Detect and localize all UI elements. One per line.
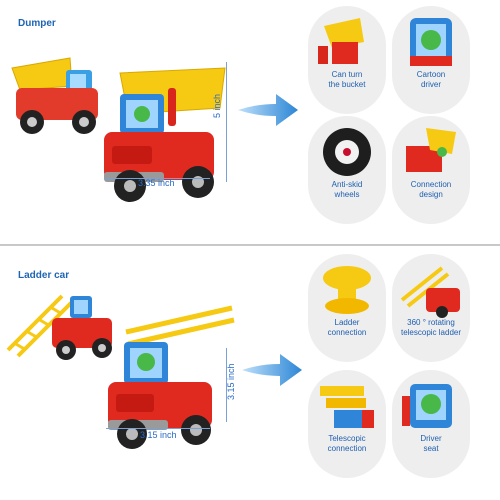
width-dimension-line — [104, 178, 210, 179]
bucket-icon — [318, 18, 364, 64]
feature-label-line2: the bucket — [328, 80, 366, 89]
width-dimension-label: 3.15 inch — [140, 430, 177, 440]
feature-label-line2: telescopic ladder — [400, 328, 462, 337]
feature-label-line1: Anti-skid — [331, 180, 363, 189]
driver-seat-icon — [402, 384, 452, 428]
height-dimension-line — [226, 62, 227, 182]
feature-label-line2: wheels — [334, 190, 360, 199]
height-dimension-label: 5 inch — [212, 93, 222, 118]
big-dumper-illustration — [104, 67, 226, 202]
dumper-section: Dumper 3.35 inch 5 inch — [0, 0, 500, 240]
feature-card: Telescopic connection — [308, 370, 386, 478]
section-title: Ladder car — [18, 270, 70, 281]
small-dumper-illustration — [11, 57, 98, 134]
section-divider — [0, 244, 500, 246]
big-ladder-car-illustration — [108, 305, 235, 449]
connection-design-icon — [406, 128, 456, 172]
section-title: Dumper — [18, 18, 56, 29]
feature-card: Cartoon driver — [392, 6, 470, 114]
feature-label-line2: connection — [327, 328, 367, 337]
feature-label-line1: Driver — [420, 434, 442, 443]
height-dimension-line — [226, 348, 227, 422]
feature-card: Anti-skid wheels — [308, 116, 386, 224]
feature-label-line1: Can turn — [331, 70, 363, 79]
wheel-icon — [323, 128, 371, 176]
feature-label-line1: Telescopic — [328, 434, 366, 443]
telescopic-connection-icon — [320, 386, 374, 428]
cartoon-driver-icon — [410, 18, 452, 66]
ladder-car-toy-image — [6, 294, 235, 449]
right-arrow-icon — [238, 94, 298, 126]
small-ladder-car-illustration — [6, 294, 112, 360]
height-dimension-label: 3.15 inch — [226, 363, 236, 400]
feature-label-line2: connection — [327, 444, 367, 453]
feature-label-line1: Connection — [410, 180, 452, 189]
feature-label-line2: seat — [423, 444, 439, 453]
feature-card: Ladder connection — [308, 254, 386, 362]
width-dimension-line — [106, 428, 210, 429]
ladder-car-section: Ladder car — [0, 252, 500, 500]
right-arrow-icon — [242, 354, 302, 386]
feature-label-line1: Ladder — [334, 318, 360, 327]
feature-label-line2: design — [419, 190, 443, 199]
feature-card: Driver seat — [392, 370, 470, 478]
feature-card: 360 ° rotating telescopic ladder — [392, 254, 470, 362]
width-dimension-label: 3.35 inch — [138, 178, 175, 188]
feature-card: Connection design — [392, 116, 470, 224]
feature-card: Can turn the bucket — [308, 6, 386, 114]
feature-label-line1: 360 ° rotating — [407, 318, 455, 327]
rotating-ladder-icon — [400, 266, 460, 318]
ladder-connection-icon — [323, 266, 371, 314]
dumper-toy-image — [11, 57, 226, 202]
feature-label-line1: Cartoon — [416, 70, 446, 79]
feature-label-line2: driver — [420, 80, 441, 89]
